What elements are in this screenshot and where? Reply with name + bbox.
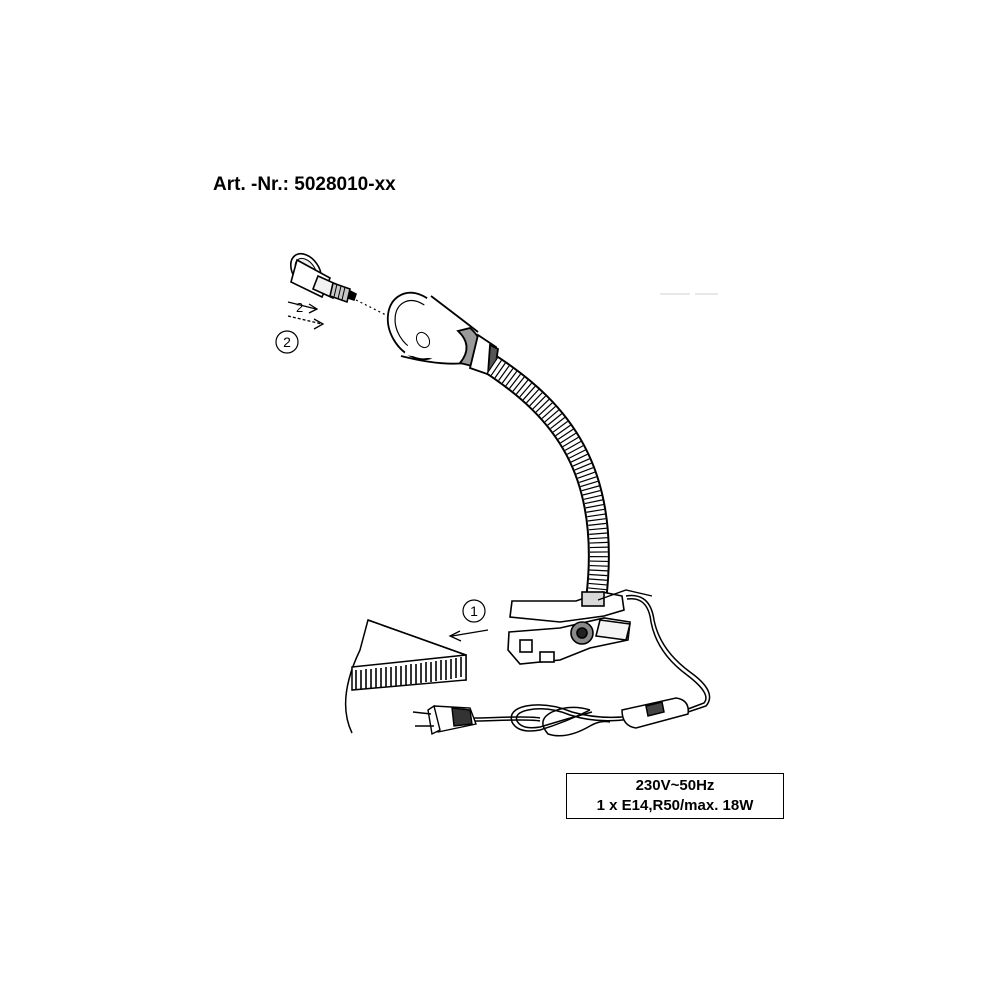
power-cord: [472, 594, 711, 737]
step1-arrow: [448, 629, 489, 642]
step1-number: 1: [470, 603, 478, 619]
cord-switch-icon: [621, 697, 689, 729]
spec-bulb: 1 x E14,R50/max. 18W: [596, 797, 754, 814]
clamp-base: [507, 589, 653, 665]
step2-arrows: [287, 301, 325, 330]
gooseneck-arm: [485, 355, 610, 602]
step2-arrow-label: 2: [296, 300, 303, 315]
step1-marker: 1: [462, 599, 486, 623]
article-number: Art. -Nr.: 5028010-xx: [213, 174, 396, 195]
step2-number: 2: [283, 334, 291, 350]
electrical-spec-box: 230V~50Hz 1 x E14,R50/max. 18W: [566, 773, 784, 819]
lamp-shade: [386, 291, 499, 378]
insertion-path: [355, 299, 405, 325]
step2-marker: 2: [275, 330, 299, 354]
table-edge-texture: [355, 657, 462, 690]
spec-voltage: 230V~50Hz: [635, 777, 715, 794]
bulb-icon: [289, 252, 357, 304]
plug-icon: [412, 704, 477, 736]
